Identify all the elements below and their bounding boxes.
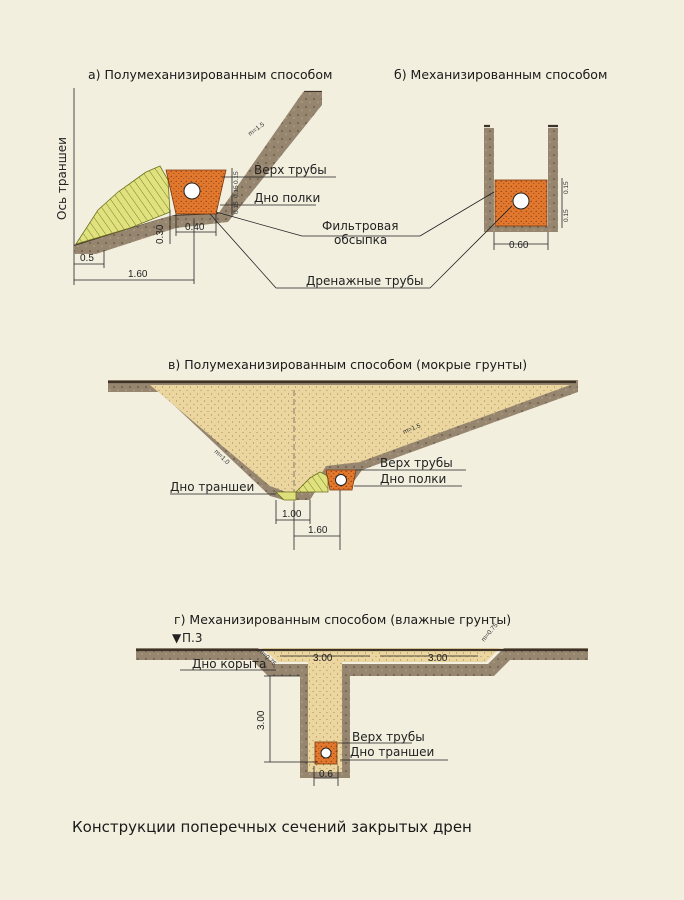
dim-160-v: 1.60	[308, 525, 328, 536]
shelf-bottom-label-a: Дно полки	[254, 191, 320, 205]
section-v: в) Полумеханизированным способом (мокрые…	[108, 357, 578, 550]
trench-bottom-label-v: Дно траншеи	[170, 480, 254, 494]
dim-030-a: 0.30	[155, 224, 166, 244]
dim-300-vert-g: 3.00	[256, 710, 267, 730]
dim-160-a: 1.60	[128, 269, 148, 280]
top-of-pipe-label-g: Верх трубы	[352, 730, 425, 744]
small-dim-b-2: 0.15	[563, 209, 570, 222]
trough-bottom-label: Дно корыта	[192, 657, 266, 671]
drain-pipe-v	[335, 474, 347, 486]
sand-fill-g	[262, 648, 500, 772]
small-dim-a-2: 0.15	[233, 185, 240, 198]
dim-100-v: 1.00	[282, 509, 302, 520]
small-dim-b-1: 0.15	[563, 181, 570, 194]
trench-bottom-label-g: Дно траншеи	[350, 745, 434, 759]
trench-axis-label: Ось траншеи	[55, 137, 69, 220]
dim-060-b: 0.60	[509, 240, 529, 251]
drain-pipe-a	[183, 182, 201, 200]
p3-marker: ▼	[172, 631, 182, 645]
soil-band-g	[136, 648, 588, 778]
section-b: б) Механизированным способом 0.15 0.15 0…	[394, 67, 607, 251]
dim-06-g: 0.6	[319, 769, 333, 780]
shelf-bottom-label-v: Дно полки	[380, 472, 446, 486]
figure-caption: Конструкции поперечных сечений закрытых …	[72, 818, 472, 836]
dim-300-right-g: 3.00	[428, 653, 448, 664]
section-v-title: в) Полумеханизированным способом (мокрые…	[168, 357, 527, 372]
slope-soil-a	[218, 92, 322, 222]
trench-walls-b	[484, 128, 558, 232]
trench-bottom-fill-v	[275, 491, 297, 501]
slope-label-a: m=1.5	[247, 121, 266, 138]
drain-pipes-label: Дренажные трубы	[306, 274, 424, 288]
drain-pipe-g	[320, 747, 332, 759]
top-of-pipe-label-a: Верх трубы	[254, 163, 327, 177]
section-a-title: а) Полумеханизированным способом	[88, 67, 332, 82]
small-dim-a-1: 0.15	[233, 171, 240, 184]
hatched-fill-v	[295, 471, 329, 493]
bottom-soil-a	[74, 214, 228, 254]
top-of-pipe-label-v: Верх трубы	[380, 456, 453, 470]
filter-label-2: обсыпка	[334, 233, 387, 247]
dim-05-a: 0.5	[80, 253, 94, 264]
section-a: а) Полумеханизированным способом Ось тра…	[55, 67, 336, 285]
section-b-title: б) Механизированным способом	[394, 67, 607, 82]
section-g-title: г) Механизированным способом (влажные гр…	[174, 612, 511, 627]
p3-label: П.3	[182, 631, 202, 645]
section-g: г) Механизированным способом (влажные гр…	[136, 612, 588, 786]
drain-pipe-b	[512, 192, 530, 210]
small-dim-a-3: 0.15	[233, 201, 240, 214]
filter-label-1: Фильтровая	[322, 219, 398, 233]
dim-040-a: 0.40	[185, 222, 205, 233]
spoil-mound-a	[75, 165, 171, 245]
shared-leaders: Фильтровая обсыпка Дренажные трубы	[209, 191, 513, 289]
sand-fill-v	[150, 385, 570, 492]
dim-300-left-g: 3.00	[313, 653, 333, 664]
